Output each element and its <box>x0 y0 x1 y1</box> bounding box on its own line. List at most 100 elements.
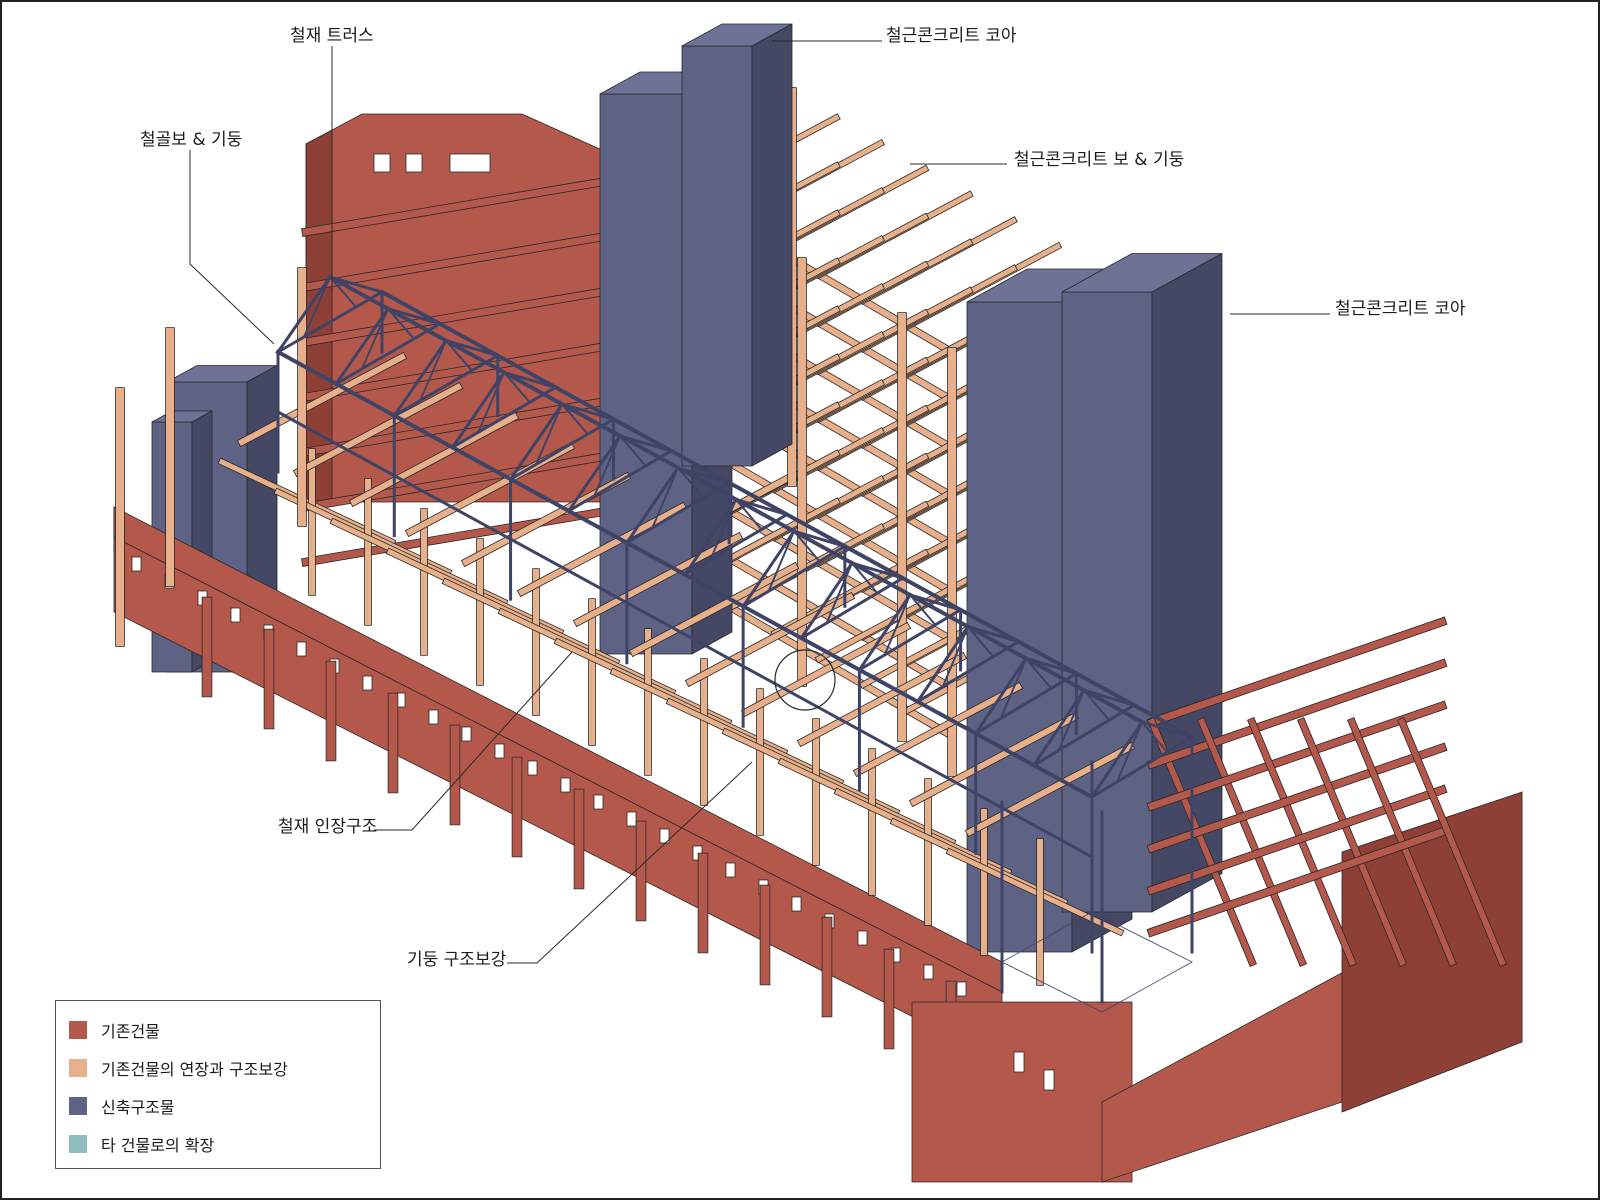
truss-rafter <box>566 433 623 514</box>
truss-web <box>941 625 970 688</box>
legend-swatch-extension <box>69 1059 87 1077</box>
wall-window <box>230 607 241 623</box>
truss-tie <box>682 512 790 577</box>
truss-rafter <box>799 560 855 641</box>
wall-window <box>593 794 604 810</box>
wall-window <box>461 726 472 742</box>
extension-beam <box>853 682 1023 777</box>
truss-web <box>651 466 680 530</box>
right-block-cross <box>1198 718 1306 966</box>
truss-web <box>418 339 448 402</box>
truss-web <box>767 529 796 593</box>
truss-web <box>534 402 564 466</box>
truss-web <box>593 434 622 498</box>
legend-item-newbuild: 신축구조물 <box>69 1095 175 1117</box>
truss-web <box>618 434 648 468</box>
label-rc-core-right: 철근콘크리트 코아 <box>1335 299 1466 319</box>
right-block-end <box>1341 791 1523 1113</box>
legend-label: 타 건물로의 확장 <box>101 1136 215 1155</box>
tower-window <box>449 153 491 173</box>
wall-window <box>131 556 142 572</box>
leader-steel-beam-column <box>189 150 275 345</box>
truss-chord <box>275 349 1095 800</box>
wall-window <box>626 811 637 827</box>
truss-tie <box>915 639 1021 704</box>
truss-tie <box>275 289 385 355</box>
truss-web <box>1082 688 1111 722</box>
extension-beam <box>237 352 407 447</box>
extension-beam <box>965 742 1135 837</box>
legend-swatch-expansion <box>69 1135 87 1153</box>
truss-rafter <box>508 402 565 482</box>
right-block-cross <box>1398 718 1506 966</box>
truss-rafter <box>1031 688 1087 768</box>
truss-tie <box>799 576 905 641</box>
truss-web <box>360 307 390 371</box>
label-column-reinforcement: 기둥 구조보강 <box>407 950 507 970</box>
truss-web <box>476 371 506 434</box>
label-steel-tension: 철재 인장구조 <box>278 817 378 837</box>
truss-web <box>1024 657 1053 690</box>
truss-tie <box>508 417 616 482</box>
extension-beam <box>685 592 855 687</box>
truss-web <box>792 529 821 563</box>
wall-window <box>560 777 571 793</box>
core-top-right-front <box>681 45 753 467</box>
existing-back-beam <box>301 287 607 347</box>
truss-ridge <box>327 274 1145 725</box>
extension-beam <box>573 532 743 627</box>
truss-web <box>850 561 879 595</box>
right-block-front <box>911 1001 1133 1183</box>
truss-tie <box>1031 703 1137 768</box>
truss-web <box>908 593 937 627</box>
right-block-beam <box>1147 785 1447 895</box>
label-steel-truss: 철재 트러스 <box>290 26 374 46</box>
truss-tie <box>450 385 558 450</box>
truss-rafter <box>857 592 913 672</box>
right-block-beam <box>1147 701 1447 811</box>
wall-window <box>1013 1051 1025 1073</box>
truss-tie <box>624 480 732 545</box>
extension-beam <box>293 382 463 477</box>
truss-tie <box>857 607 963 672</box>
truss-rafter <box>682 497 739 577</box>
existing-back-beam <box>301 232 607 292</box>
legend-swatch-newbuild <box>69 1097 87 1115</box>
truss-rafter <box>915 624 971 704</box>
truss-rafter <box>450 370 507 450</box>
label-rc-beam-column: 철근콘크리트 보 & 기둥 <box>1014 150 1185 170</box>
truss-web <box>709 498 738 561</box>
steel-truss <box>275 274 1195 1013</box>
detail-circle <box>774 649 836 711</box>
truss-lower-chord <box>275 409 1095 860</box>
legend-label: 신축구조물 <box>101 1098 175 1117</box>
existing-back-beam <box>301 177 607 237</box>
truss-web <box>1057 688 1086 752</box>
truss-web <box>502 370 532 404</box>
truss-rafter <box>624 465 681 545</box>
right-block-beam <box>1147 827 1447 937</box>
existing-building-back <box>301 113 607 567</box>
right-block-beam <box>1147 743 1447 853</box>
truss-web <box>1115 720 1144 784</box>
truss-tie <box>566 448 674 513</box>
extension-beam <box>629 562 799 657</box>
truss-web <box>328 275 358 309</box>
wall-window <box>956 981 967 997</box>
wall-window <box>857 930 868 946</box>
extension-beam <box>349 412 519 507</box>
extension-beam <box>797 652 967 747</box>
right-block-cross <box>1298 718 1406 966</box>
legend-item-expansion: 타 건물로의 확장 <box>69 1133 214 1155</box>
truss-chord <box>379 289 1195 740</box>
right-block-beam <box>1147 617 1447 727</box>
truss-web <box>560 402 590 436</box>
existing-back-beam <box>301 342 607 402</box>
label-steel-beam-column: 철골보 & 기둥 <box>140 130 243 150</box>
wall-window <box>1043 1069 1055 1091</box>
wall-window <box>923 964 934 980</box>
wall-window <box>791 896 802 912</box>
truss-tie <box>973 671 1079 736</box>
wall-window <box>527 760 538 776</box>
